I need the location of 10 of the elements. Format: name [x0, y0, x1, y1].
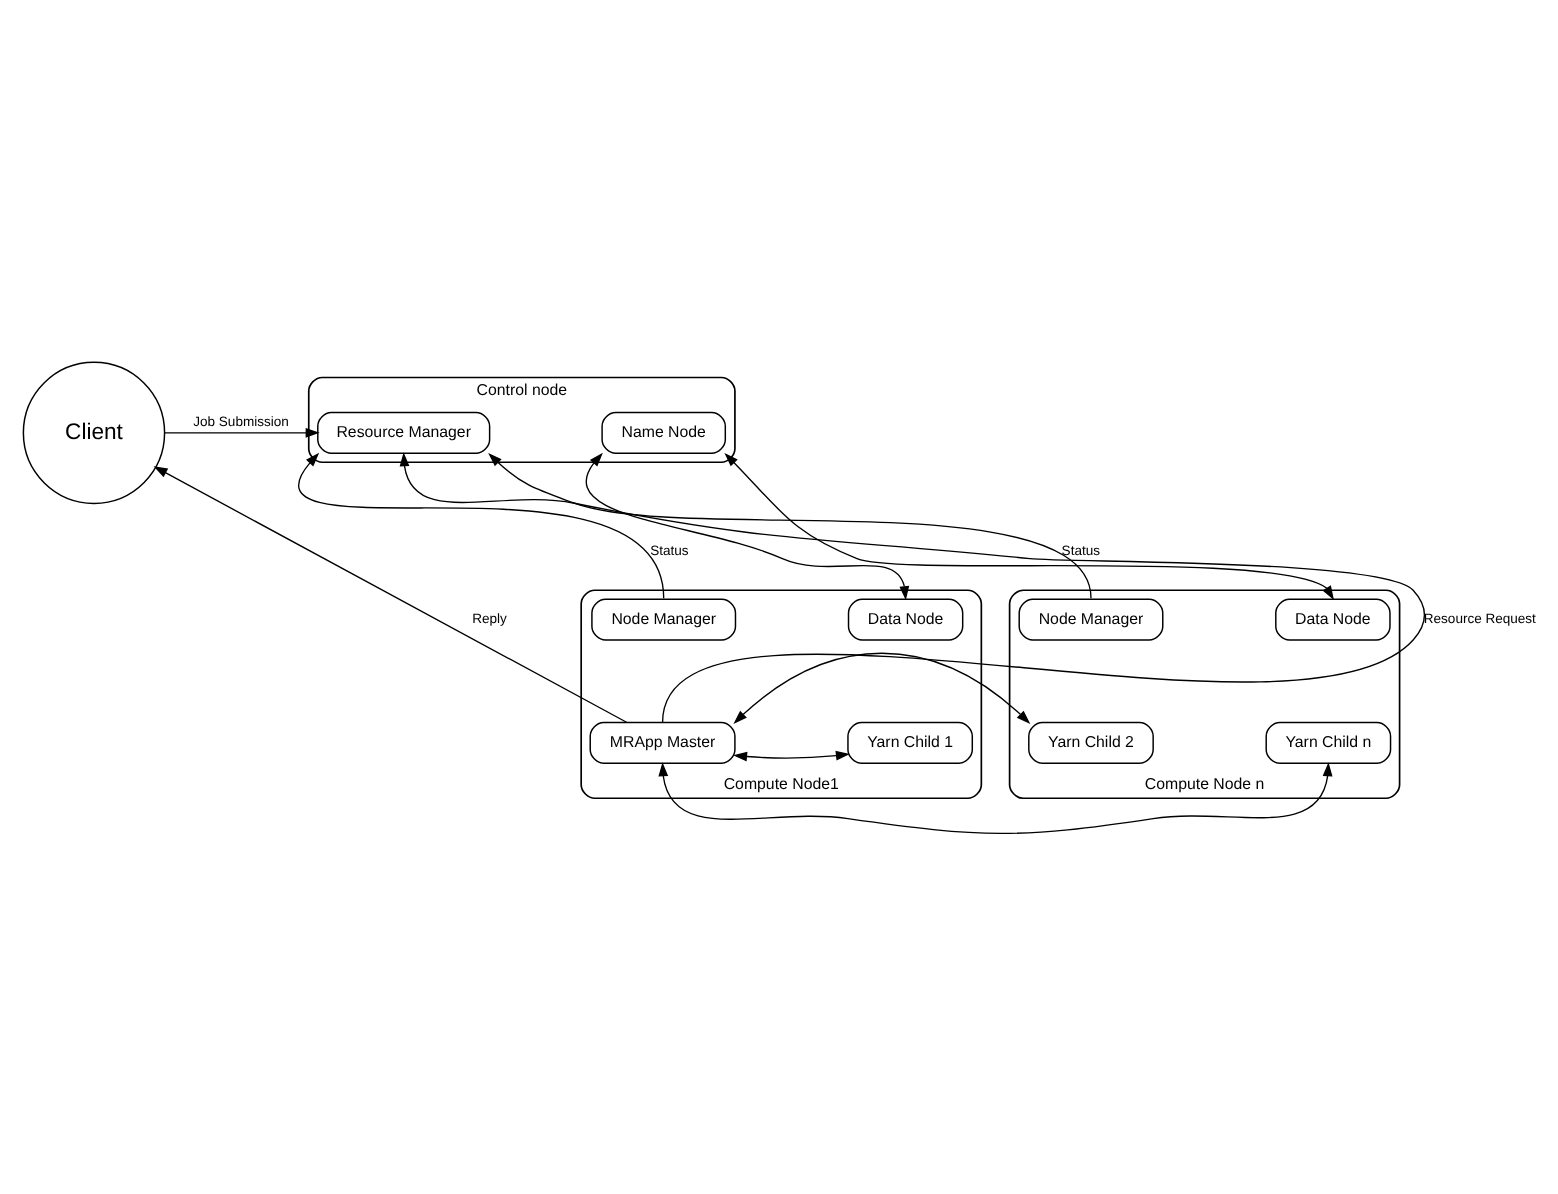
arrow — [723, 451, 1333, 599]
node-circle: Client — [21, 360, 165, 504]
arrow — [732, 749, 849, 761]
arrow — [162, 426, 319, 437]
arrow — [585, 451, 909, 600]
arrow — [152, 465, 627, 723]
arrow — [657, 761, 1332, 834]
arrow — [487, 451, 1091, 598]
arrow — [398, 451, 1424, 723]
arrow — [732, 651, 1030, 723]
